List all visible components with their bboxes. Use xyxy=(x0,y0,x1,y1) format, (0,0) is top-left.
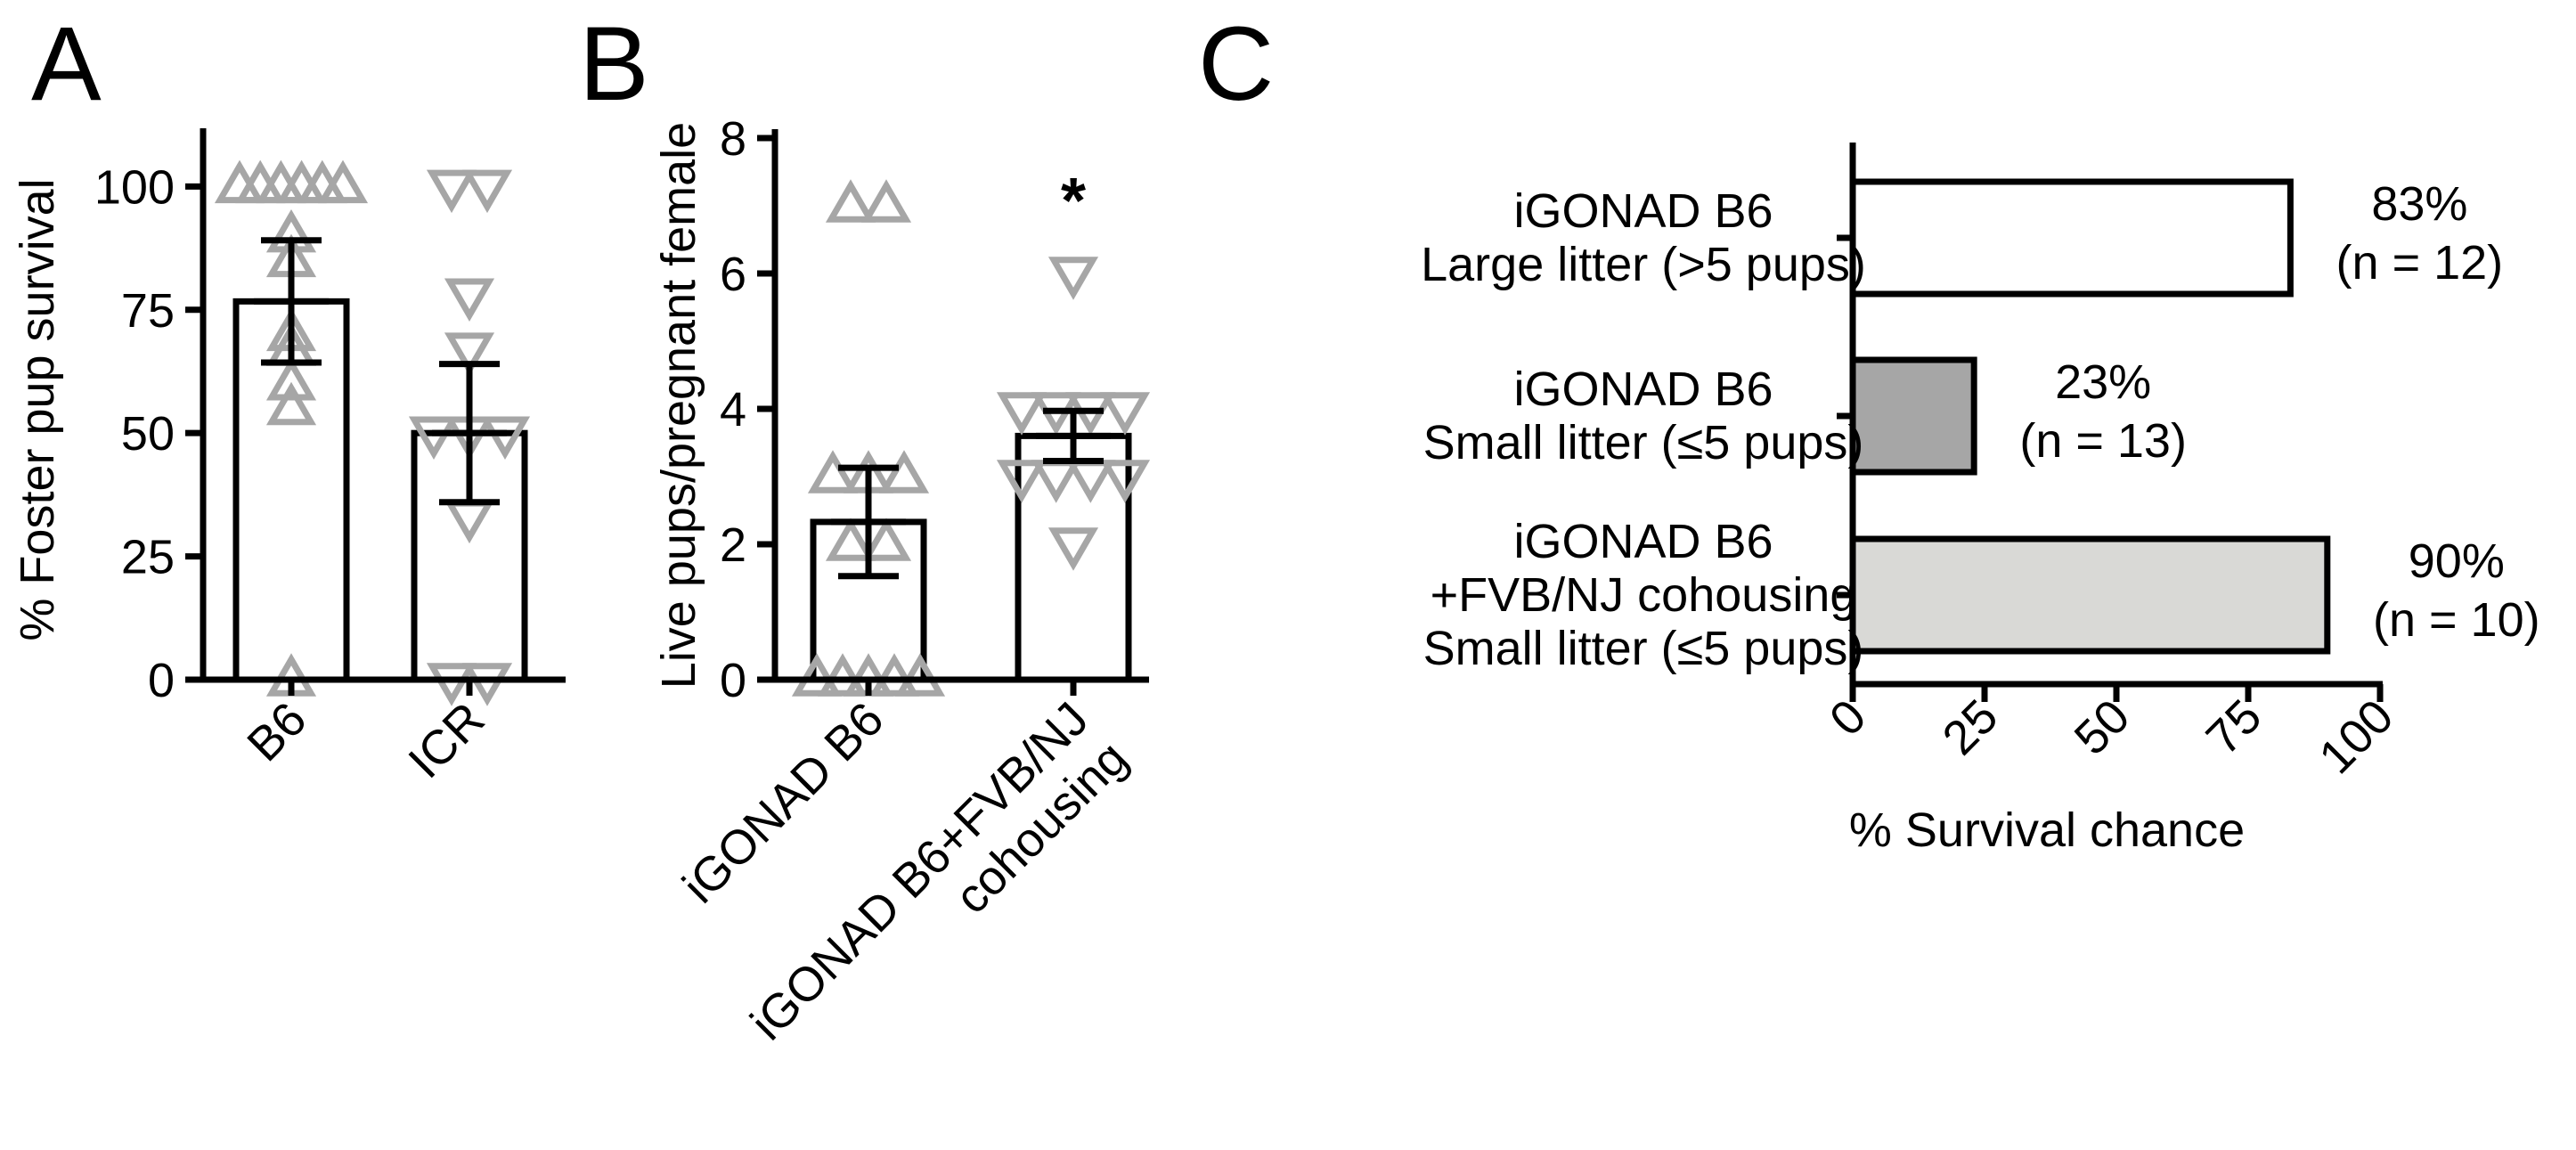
panel-c-x-tick-label: 75 xyxy=(2197,689,2272,765)
panel-b-data-point xyxy=(860,518,912,561)
panel-a-y-tick-label: 50 xyxy=(121,407,175,461)
panel-b-x-tick-label: iGONAD B6 xyxy=(673,692,893,913)
panel-c-x-tick-label: 25 xyxy=(1933,689,2009,765)
panel-c-bar-n-label: (n = 12) xyxy=(2336,236,2504,290)
panel-a-data-point xyxy=(317,159,369,204)
panel-a-x-tick-label: ICR xyxy=(398,692,494,788)
panel-b-data-point xyxy=(817,653,868,697)
panel-b-data-point xyxy=(996,392,1048,436)
panel-a-data-point xyxy=(461,169,513,214)
panel-c-bar xyxy=(1849,178,2294,298)
panel-c-bar-n-label: (n = 13) xyxy=(2019,414,2187,468)
panel-b-data-point xyxy=(878,450,930,493)
panel-a-data-point xyxy=(426,663,477,706)
panel-b-y-tick-label: 6 xyxy=(720,248,746,301)
panel-b-y-tick-label: 8 xyxy=(720,112,746,166)
panel-b-data-point xyxy=(1099,392,1151,436)
panel-a-data-point xyxy=(408,416,460,460)
panel-a-letter: A xyxy=(31,5,102,123)
panel-b-y-tick-label: 0 xyxy=(720,654,746,707)
panel-a-y-tick-label: 75 xyxy=(121,284,175,338)
panel-c-bar xyxy=(1849,535,2331,655)
panel-a-y-tick-label: 25 xyxy=(121,531,175,584)
panel-c-x-tick-label: 100 xyxy=(2309,689,2403,784)
panel-c-bar-value-label: 90% xyxy=(2409,534,2505,588)
panel-c-letter: C xyxy=(1198,5,1274,123)
panel-a-data-point xyxy=(265,357,317,401)
panel-b-data-point xyxy=(791,653,843,697)
panel-c-x-tick-label: 50 xyxy=(2065,689,2140,765)
panel-b-data-point xyxy=(894,653,946,697)
panel-a-data-point xyxy=(265,381,317,426)
panel-b-chart: Live pups/pregnant female 0 2 4 6 8 iGONAD B6… xyxy=(652,112,1151,1050)
panel-b-y-axis-label: Live pups/pregnant female xyxy=(652,122,705,689)
panel-b-data-point xyxy=(825,518,876,561)
panel-a-y-axis-label: % Foster pup survival xyxy=(11,178,64,640)
panel-b-letter: B xyxy=(579,5,649,123)
panel-c-x-tick-label: 0 xyxy=(1820,689,1877,746)
panel-b-y-tick-label: 2 xyxy=(720,518,746,572)
panel-c-bar-value-label: 23% xyxy=(2055,355,2151,409)
panel-c-bar xyxy=(1849,356,1977,476)
panel-a-data-point xyxy=(444,332,495,376)
panel-b-data-point xyxy=(860,179,912,223)
panel-a-data-point xyxy=(479,416,531,460)
panel-b-data-point xyxy=(807,450,859,493)
panel-c-bar-n-label: (n = 10) xyxy=(2373,593,2540,647)
panel-a-data-point xyxy=(444,278,495,322)
panel-b-data-point xyxy=(1048,527,1099,571)
panel-b-y-tick-label: 4 xyxy=(720,383,746,436)
panel-c-bar-value-label: 83% xyxy=(2371,177,2467,231)
panel-a-y-tick-label: 100 xyxy=(94,160,175,214)
panel-b-data-point xyxy=(1099,460,1151,503)
panel-b-data-point xyxy=(1048,257,1099,300)
panel-b-significance-marker: * xyxy=(1061,166,1086,237)
panel-a-data-point xyxy=(461,663,513,706)
panel-b-data-point xyxy=(996,460,1048,503)
panel-b-data-point xyxy=(868,653,920,697)
panel-b-data-point xyxy=(825,179,876,223)
panel-a-x-tick-label: B6 xyxy=(237,692,316,771)
panel-a-y-tick-label: 0 xyxy=(148,654,175,707)
panel-c-x-axis-label: % Survival chance xyxy=(1849,803,2245,857)
panel-a-data-point xyxy=(426,169,477,214)
